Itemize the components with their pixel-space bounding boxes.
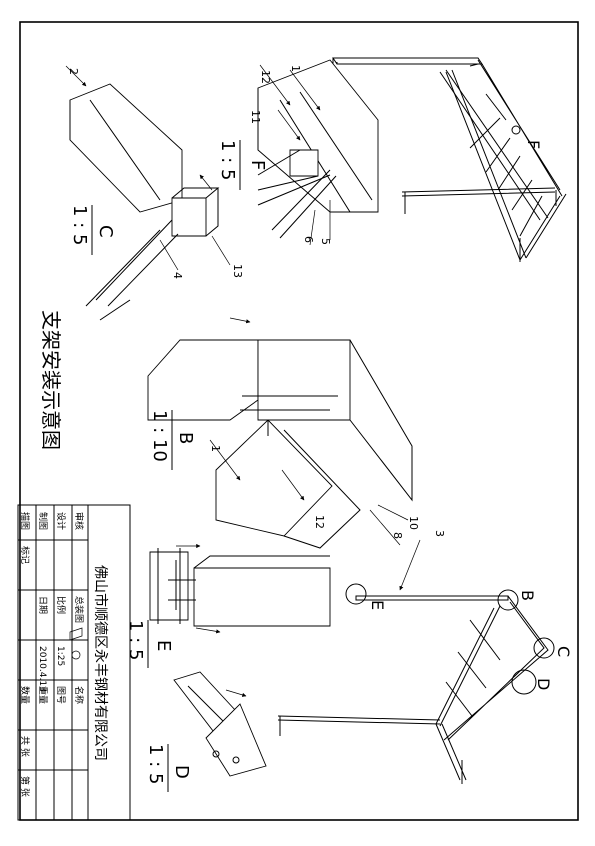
title-block-cell-name: 名称 — [73, 686, 85, 704]
title-block-cell-drafting: 制图 — [37, 512, 49, 530]
overview-label-b: B — [518, 590, 537, 601]
overview-label-d: D — [534, 678, 553, 690]
part-2-c: 2 — [67, 68, 80, 75]
detail-b-caption: B 1 : 10 — [149, 410, 196, 470]
callout-circle-d — [511, 669, 537, 695]
part-11-f: 11 — [249, 110, 262, 124]
detail-d-caption: D 1 : 5 — [145, 744, 192, 792]
detail-f-caption: F 1 : 5 — [217, 140, 268, 190]
detail-e-caption: E 1 : 5 — [125, 620, 174, 668]
detail-d-drawing — [173, 671, 267, 777]
overview-frame-bottom: 3 E B C D — [277, 530, 573, 784]
detail-f-id: F — [247, 160, 268, 170]
detail-c-caption: C 1 : 5 — [69, 205, 116, 255]
detail-e-id: E — [153, 640, 174, 651]
detail-c-drawing: 2 4 13 — [65, 65, 244, 321]
title-block-cell-mark: 标记 — [19, 546, 31, 564]
title-block-cell-scale-label: 比例 — [55, 596, 67, 614]
drawing-title: 支架安装示意图 — [39, 310, 63, 450]
title-block: 佛山市顺德区永丰钢材有限公司 审核 设计 制图 描图 标记 总装图 比例 1:2… — [17, 504, 131, 821]
callout-circle-c — [533, 637, 555, 659]
detail-d-scale: 1 : 5 — [145, 744, 166, 784]
detail-b-drawing: 1 12 8 10 — [147, 317, 420, 549]
part-1-b: 1 — [209, 445, 222, 452]
title-block-cell-date-label: 日期 — [37, 596, 48, 614]
projection-cone-icon — [69, 627, 83, 641]
title-block-cell-sheet-no: 第 张 — [19, 776, 31, 797]
part-8-b: 8 — [391, 532, 404, 539]
overview-label-e: E — [368, 600, 387, 610]
title-block-cell-drawing-no: 图号 — [55, 686, 66, 704]
part-1-f: 1 — [289, 65, 302, 72]
detail-c-scale: 1 : 5 — [69, 205, 90, 245]
title-block-scale: 1:25 — [55, 646, 65, 666]
title-block-company: 佛山市顺德区永丰钢材有限公司 — [92, 565, 109, 761]
sheet-border — [19, 21, 579, 821]
title-block-cell-review: 审核 — [73, 512, 85, 530]
detail-e-drawing — [149, 543, 331, 634]
title-block-date: 2010.4.13 — [37, 646, 47, 692]
part-12-b: 12 — [313, 515, 326, 529]
detail-b-id: B — [175, 432, 196, 444]
detail-f-scale: 1 : 5 — [217, 140, 238, 180]
overview-frame-top: F — [332, 57, 567, 262]
projection-symbol-icon — [71, 650, 81, 660]
title-block-cell-total-sheets: 共 张 — [19, 736, 30, 757]
part-5-f: 5 — [319, 238, 332, 245]
detail-e-scale: 1 : 5 — [125, 620, 146, 660]
title-block-cell-tracing: 描图 — [19, 512, 31, 530]
detail-d-id: D — [171, 765, 192, 779]
callout-circle-e — [345, 583, 367, 605]
part-13-c: 13 — [231, 264, 244, 278]
part-6-f: 6 — [302, 236, 315, 243]
title-block-cell-weight: 重量 — [37, 686, 49, 704]
overview-label-f: F — [524, 140, 543, 149]
title-block-cell-design: 设计 — [55, 512, 67, 530]
overview-label-c: C — [554, 646, 573, 657]
title-block-cell-assembly: 总装图 — [73, 596, 85, 623]
part-12-f: 12 — [259, 70, 272, 84]
callout-circle-b — [497, 589, 519, 611]
part-4-c: 4 — [171, 272, 184, 279]
part-10-b: 10 — [407, 516, 420, 530]
title-block-cell-quantity: 数量 — [19, 686, 31, 704]
detail-c-id: C — [95, 225, 116, 238]
detail-b-scale: 1 : 10 — [149, 410, 170, 462]
part-3-overview: 3 — [433, 530, 446, 537]
detail-f-drawing: 12 1 11 5 6 — [249, 59, 379, 246]
